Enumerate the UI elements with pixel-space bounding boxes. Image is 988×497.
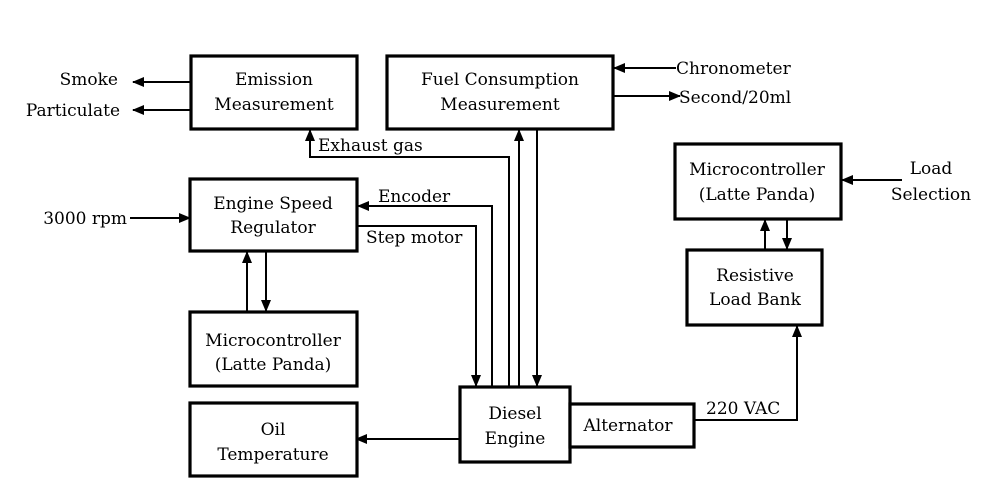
oil-label-line2: Temperature (217, 445, 328, 465)
engine-label-line2: Engine (485, 429, 546, 449)
oil-temperature-block: Oil Temperature (188, 401, 359, 478)
engine-speed-regulator-block: Engine Speed Regulator (188, 177, 359, 253)
smoke-label: Smoke (60, 70, 118, 90)
chronometer-label: Chronometer (676, 59, 792, 79)
engine-label-line1: Diesel (488, 404, 541, 424)
emission-label-line1: Emission (235, 70, 313, 90)
alternator-block: Alternator (568, 402, 696, 449)
load-bank-label-line2: Load Bank (709, 290, 802, 310)
micro-right-label-line1: Microcontroller (689, 160, 826, 180)
encoder-arrow (357, 201, 493, 386)
alternator-label: Alternator (582, 416, 673, 436)
step-motor-label: Step motor (366, 228, 463, 248)
load-selection-label-line1: Load (910, 159, 953, 179)
exhaust-gas-label: Exhaust gas (318, 136, 423, 156)
second-20ml-label: Second/20ml (679, 88, 791, 108)
regulator-label-line1: Engine Speed (213, 194, 333, 214)
regulator-label-line2: Regulator (230, 218, 316, 238)
encoder-label: Encoder (378, 187, 451, 207)
micro-left-label-line1: Microcontroller (205, 331, 342, 351)
fuel-consumption-block: Fuel Consumption Measurement (385, 54, 615, 131)
emission-label-line2: Measurement (214, 95, 334, 115)
microcontroller-left-block: Microcontroller (Latte Panda) (188, 310, 359, 388)
oil-label-line1: Oil (261, 420, 286, 440)
fuel-label-line1: Fuel Consumption (421, 70, 579, 90)
microcontroller-right-block: Microcontroller (Latte Panda) (673, 142, 843, 221)
diesel-engine-block: Diesel Engine (458, 385, 572, 464)
resistive-load-bank-block: Resistive Load Bank (685, 248, 824, 327)
micro-right-label-line2: (Latte Panda) (699, 185, 816, 205)
emission-measurement-block: Emission Measurement (189, 54, 359, 131)
micro-left-label-line2: (Latte Panda) (215, 355, 332, 375)
rpm-label: 3000 rpm (43, 209, 127, 229)
step-motor-arrow (358, 225, 481, 387)
vac-label: 220 VAC (706, 399, 780, 419)
load-selection-label-line2: Selection (891, 185, 971, 205)
fuel-label-line2: Measurement (440, 95, 560, 115)
exhaust-gas-arrow (305, 129, 510, 386)
vac-arrow (694, 325, 802, 421)
load-bank-label-line1: Resistive (716, 266, 794, 286)
particulate-label: Particulate (26, 101, 120, 121)
